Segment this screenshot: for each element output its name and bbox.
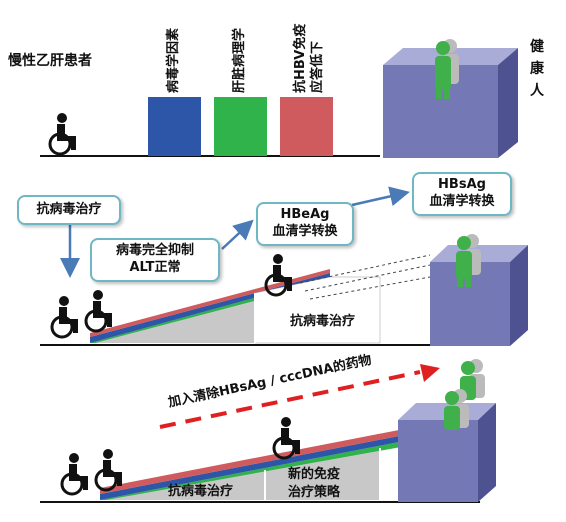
row1-graphic xyxy=(40,39,518,158)
factor-label-immune-line2: 应答低下 xyxy=(310,40,325,93)
healthy-person-icon xyxy=(460,359,485,400)
row3-graphic xyxy=(40,359,496,503)
wheelchair-person-icon xyxy=(264,254,292,297)
healthy-person-icon xyxy=(435,39,459,99)
healthy-person-label: 健 康 人 xyxy=(530,39,544,99)
row3-ramp-red xyxy=(100,422,440,494)
factor-bar-immune-response xyxy=(280,97,333,156)
wheelchair-person-icon xyxy=(48,113,76,156)
wheelchair-person-icon xyxy=(84,290,112,333)
red-dashed-arrow xyxy=(159,370,421,429)
factor-label-liver-pathology: 肝脏病理学 xyxy=(232,27,247,93)
row3-ramp-blue xyxy=(100,428,440,500)
row2-box-side xyxy=(510,245,528,346)
healthy-person-icon xyxy=(444,389,469,430)
wheelchair-person-icon xyxy=(60,453,88,496)
antiviral-therapy-box: 抗病毒治疗 xyxy=(17,195,121,225)
row3-box-side xyxy=(478,403,496,502)
hbeag-seroconversion-box: HBeAg 血清学转换 xyxy=(256,202,354,246)
row2-ramp-red xyxy=(90,269,330,337)
row1-box-side xyxy=(498,48,518,158)
row2-base-label: 抗病毒治疗 xyxy=(290,314,356,329)
factor-bar-virology xyxy=(148,97,201,156)
wheelchair-person-icon xyxy=(50,296,78,339)
complete-viral-suppression-box: 病毒完全抑制 ALT正常 xyxy=(90,238,220,282)
factor-bar-liver-pathology xyxy=(214,97,267,156)
wheelchair-person-icon xyxy=(94,449,122,492)
row3-box-front xyxy=(398,420,478,502)
chronic-hbv-patient-label: 慢性乙肝患者 xyxy=(8,53,92,69)
row3-antiviral-label: 抗病毒治疗 xyxy=(168,484,234,499)
healthy-person-icon xyxy=(456,234,481,287)
row2-graphic xyxy=(40,186,528,346)
row3-new-immuno-label: 新的免疫 治疗策略 xyxy=(288,467,341,500)
wheelchair-person-icon xyxy=(272,417,300,460)
factor-label-virology: 病毒学因素 xyxy=(166,27,181,93)
hbsag-seroconversion-box: HBsAg 血清学转换 xyxy=(412,172,512,216)
